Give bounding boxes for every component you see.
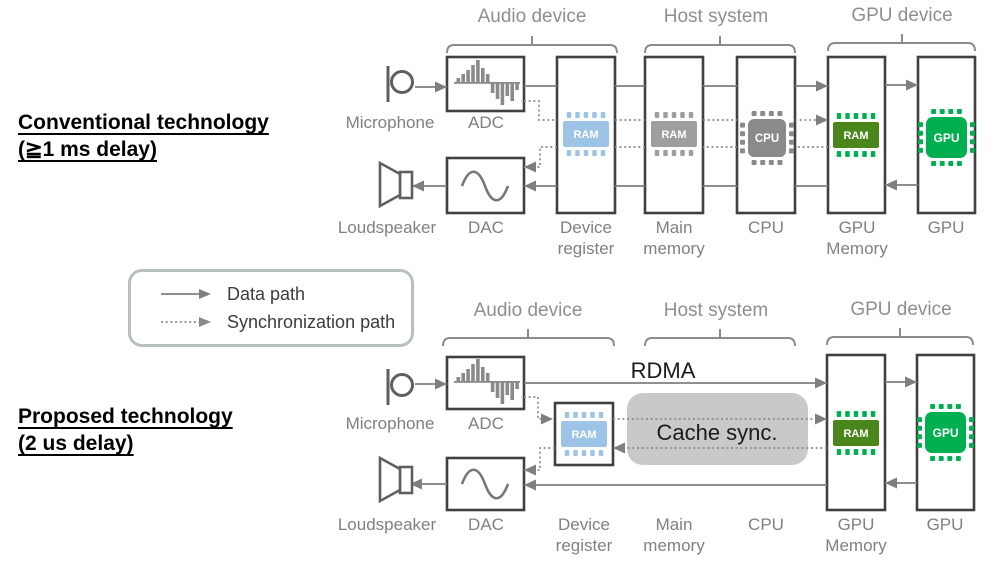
conventional-title: Conventional technology (≧1 ms delay)	[18, 109, 269, 163]
gpu-device-header: GPU device	[851, 5, 953, 26]
main-memory-label: Main memory	[643, 218, 705, 258]
microphone-icon	[386, 367, 414, 407]
loudspeaker-label: Loudspeaker	[337, 218, 437, 237]
legend-sync-path-label: Synchronization path	[227, 311, 396, 332]
synchronization-path-arrows	[524, 396, 827, 476]
proposed-title: Proposed technology (2 us delay)	[18, 403, 233, 457]
data-path-arrows	[410, 376, 917, 491]
svg-text:RAM: RAM	[843, 428, 868, 440]
audio-device-header: Audio device	[477, 6, 587, 27]
dac-label: DAC	[468, 218, 504, 237]
gpu-memory-ram-chip: RAM	[833, 411, 879, 455]
audio-device-bracket	[442, 329, 615, 347]
microphone-label: Microphone	[345, 414, 435, 433]
device-register-label: Device register	[557, 218, 615, 258]
loudspeaker-icon	[378, 161, 414, 208]
component-boxes	[445, 353, 976, 512]
cache-sync-blob	[627, 393, 808, 465]
svg-text:GPU: GPU	[933, 131, 959, 145]
gpu-device-bracket	[826, 328, 974, 346]
main-memory-label: Main memory	[643, 515, 705, 555]
group-brackets	[446, 34, 976, 54]
host-system-header: Host system	[663, 6, 769, 27]
svg-text:GPU: GPU	[932, 426, 958, 440]
group-brackets	[442, 328, 974, 347]
host-system-bracket	[644, 329, 796, 347]
gpu-memory-ram-chip: RAM	[833, 113, 879, 157]
microphone-label: Microphone	[345, 113, 435, 132]
svg-text:RAM: RAM	[843, 130, 868, 142]
adc-label: ADC	[468, 414, 504, 433]
legend-data-path-row: Data path	[159, 284, 411, 305]
main-memory-ram-chip: RAM	[651, 112, 697, 156]
cache-sync-label: Cache sync.	[656, 420, 778, 445]
legend-data-path-label: Data path	[227, 283, 306, 304]
device-register-label: Device register	[555, 515, 613, 555]
svg-text:CPU: CPU	[755, 133, 779, 145]
adc-label: ADC	[468, 113, 504, 132]
dac-label: DAC	[468, 515, 504, 534]
audio-device-header: Audio device	[473, 300, 583, 321]
conventional-title-line2: (≧1 ms delay)	[18, 138, 157, 161]
host-system-header: Host system	[663, 300, 769, 321]
gpu-memory-label: GPU Memory	[825, 515, 887, 555]
legend-box: Data path Synchronization path	[128, 269, 414, 347]
svg-text:RAM: RAM	[573, 129, 598, 141]
device-register-ram-chip: RAM	[563, 112, 609, 156]
gpu-chip: GPU	[917, 404, 974, 461]
audio-device-bracket	[446, 36, 618, 54]
cpu-label: CPU	[748, 515, 784, 534]
cpu-label: CPU	[748, 218, 784, 237]
cpu-chip: CPU	[740, 111, 794, 165]
dac-box	[445, 156, 526, 215]
proposed-title-line1: Proposed technology	[18, 405, 233, 428]
legend-sync-path-row: Synchronization path	[159, 312, 411, 333]
device-register-ram-chip: RAM	[561, 412, 607, 456]
proposed-diagram: RAM RAM GPU	[378, 328, 976, 512]
data-path-arrows	[412, 79, 918, 192]
microphone-icon	[386, 64, 414, 104]
gpu-device-bracket	[827, 34, 976, 52]
gpu-chip: GPU	[918, 109, 975, 166]
gpu-label: GPU	[926, 515, 964, 534]
gpu-device-header: GPU device	[850, 299, 952, 320]
loudspeaker-label: Loudspeaker	[337, 515, 437, 534]
data-path-arrow-icon	[161, 289, 211, 299]
conventional-diagram: RAM RAM CPU RAM GPU	[378, 34, 977, 215]
synchronization-path-arrows	[524, 100, 828, 173]
rdma-label: RDMA	[630, 358, 696, 383]
sync-path-arrow-icon	[161, 317, 211, 327]
loudspeaker-icon	[378, 456, 414, 503]
gpu-memory-label: GPU Memory	[826, 218, 888, 258]
proposed-title-line2: (2 us delay)	[18, 432, 134, 455]
svg-text:RAM: RAM	[661, 129, 686, 141]
component-boxes	[445, 55, 977, 215]
conventional-title-line1: Conventional technology	[18, 111, 269, 134]
svg-text:RAM: RAM	[571, 429, 596, 441]
gpu-label: GPU	[927, 218, 965, 237]
host-system-bracket	[644, 36, 796, 54]
